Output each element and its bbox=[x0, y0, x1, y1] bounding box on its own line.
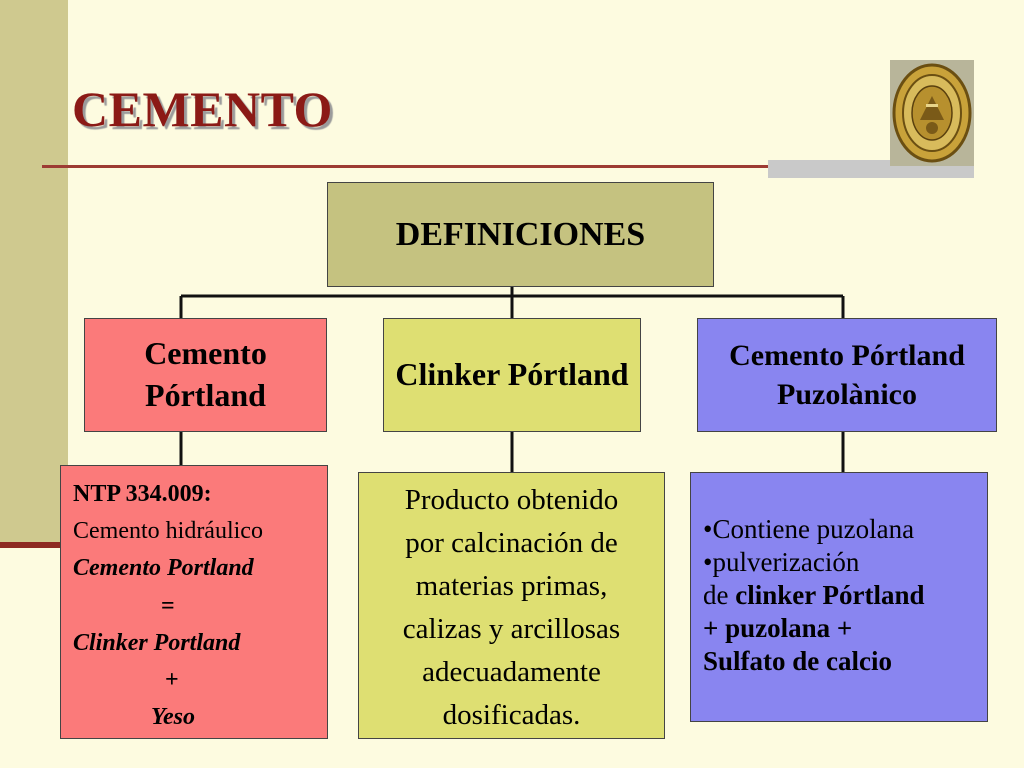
detail-line: dosificadas. bbox=[442, 698, 581, 731]
detail-line: de clinker Pórtland bbox=[703, 579, 977, 612]
definitions-node: DEFINICIONES bbox=[327, 182, 714, 287]
detail-line: por calcinación de bbox=[405, 526, 618, 559]
node-cemento-portland: Cemento Pórtland bbox=[84, 318, 327, 432]
node-line: Pórtland bbox=[507, 356, 629, 393]
detail-line: Clinker Portland bbox=[73, 629, 241, 656]
node-line: Cemento Pórtland bbox=[729, 339, 965, 372]
node-cemento-portland-puzolanico: Cemento Pórtland Puzolànico bbox=[697, 318, 997, 432]
title-divider bbox=[42, 165, 972, 168]
slide-title: CEMENTO bbox=[72, 81, 333, 137]
left-accent-bar bbox=[0, 0, 68, 548]
detail-line: + bbox=[165, 666, 179, 693]
detail-cemento-portland: NTP 334.009: Cemento hidráulico Cemento … bbox=[60, 465, 328, 739]
detail-line: adecuadamente bbox=[422, 655, 601, 688]
detail-bullet: •Contiene puzolana bbox=[703, 514, 915, 544]
node-line: Pórtland bbox=[145, 377, 266, 413]
node-clinker-portland: Clinker Pórtland bbox=[383, 318, 641, 432]
university-seal-icon bbox=[890, 60, 974, 166]
node-line: Cemento bbox=[144, 335, 267, 372]
detail-line: Cemento hidráulico bbox=[73, 518, 263, 545]
detail-line: Producto obtenido bbox=[404, 484, 619, 516]
detail-line: = bbox=[161, 592, 175, 619]
detail-clinker-portland: Producto obtenido por calcinación de mat… bbox=[358, 472, 665, 739]
left-accent-rule bbox=[0, 542, 68, 548]
detail-line: NTP 334.009: bbox=[73, 481, 212, 507]
detail-line: Yeso bbox=[151, 704, 195, 731]
detail-emphasis: clinker Pórtland bbox=[735, 579, 925, 610]
detail-line: materias primas, bbox=[415, 569, 608, 602]
detail-line: Sulfato de calcio bbox=[703, 645, 892, 676]
node-line: Puzolànico bbox=[777, 378, 917, 411]
detail-line: Cemento Portland bbox=[73, 555, 254, 582]
detail-line: + puzolana + bbox=[703, 612, 853, 643]
detail-bullet: •pulverización bbox=[703, 546, 860, 577]
detail-line: calizas y arcillosas bbox=[402, 612, 621, 645]
node-line: Clinker bbox=[395, 356, 500, 393]
detail-text: de bbox=[703, 579, 736, 610]
detail-cemento-puzolanico: •Contiene puzolana •pulverización de cli… bbox=[690, 472, 988, 722]
